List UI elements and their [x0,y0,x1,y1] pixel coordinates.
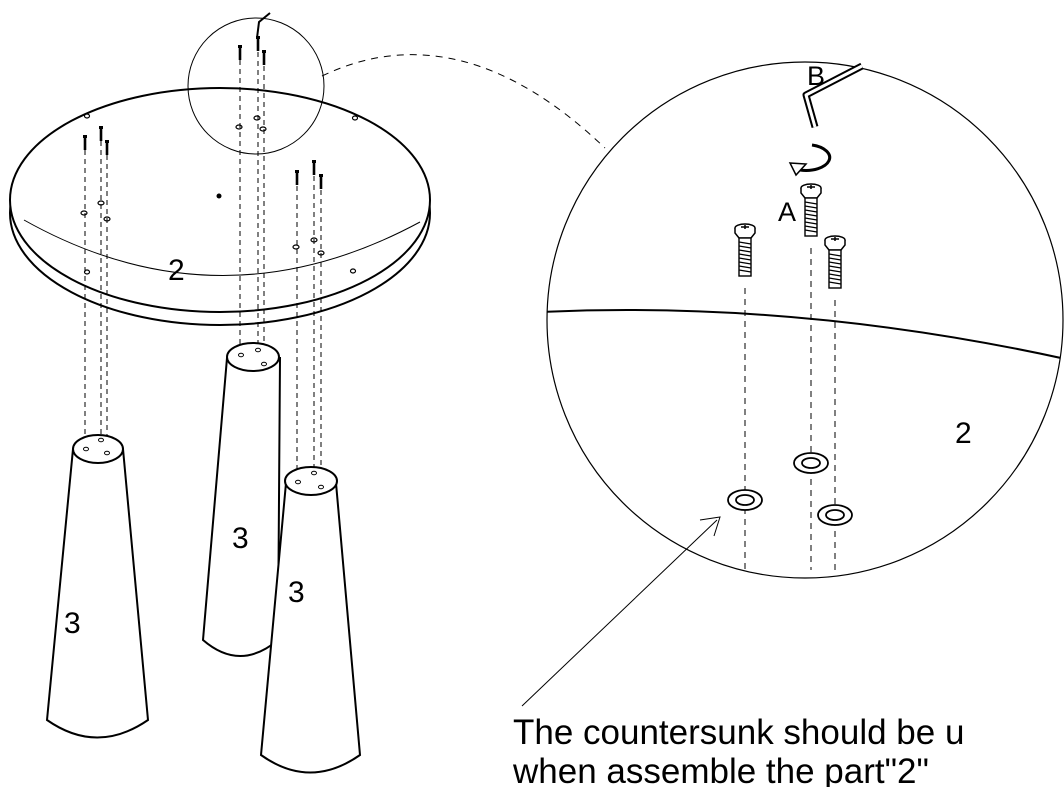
magnify-circle [187,17,325,155]
center-dot [216,193,222,199]
detail-view: 2 A B [546,61,1064,579]
magnify-leader [321,54,606,149]
annotation-line-2: when assemble the part"2" [513,752,929,787]
annotation-line-1: The countersunk should be u [513,713,965,752]
leg-left [45,434,150,739]
detail-tabletop-label: 2 [955,417,972,450]
small-hex-key-icon [256,12,271,39]
leg-middle-label: 3 [232,522,249,555]
annotation-note: The countersunk should be u when assembl… [513,713,1064,787]
annotation-pointer [521,519,718,707]
rotate-arrow-icon [788,143,832,177]
annotation-arrowhead [699,516,721,537]
tabletop-label: 2 [168,254,185,287]
alignment-lines [84,52,322,487]
tabletop [9,87,431,326]
leg-right-label: 3 [288,576,305,609]
leg-right [259,466,362,774]
leg-middle [201,342,282,657]
leg-left-label: 3 [64,607,81,640]
hex-key-label: B [807,61,825,91]
screw-label: A [778,197,796,227]
